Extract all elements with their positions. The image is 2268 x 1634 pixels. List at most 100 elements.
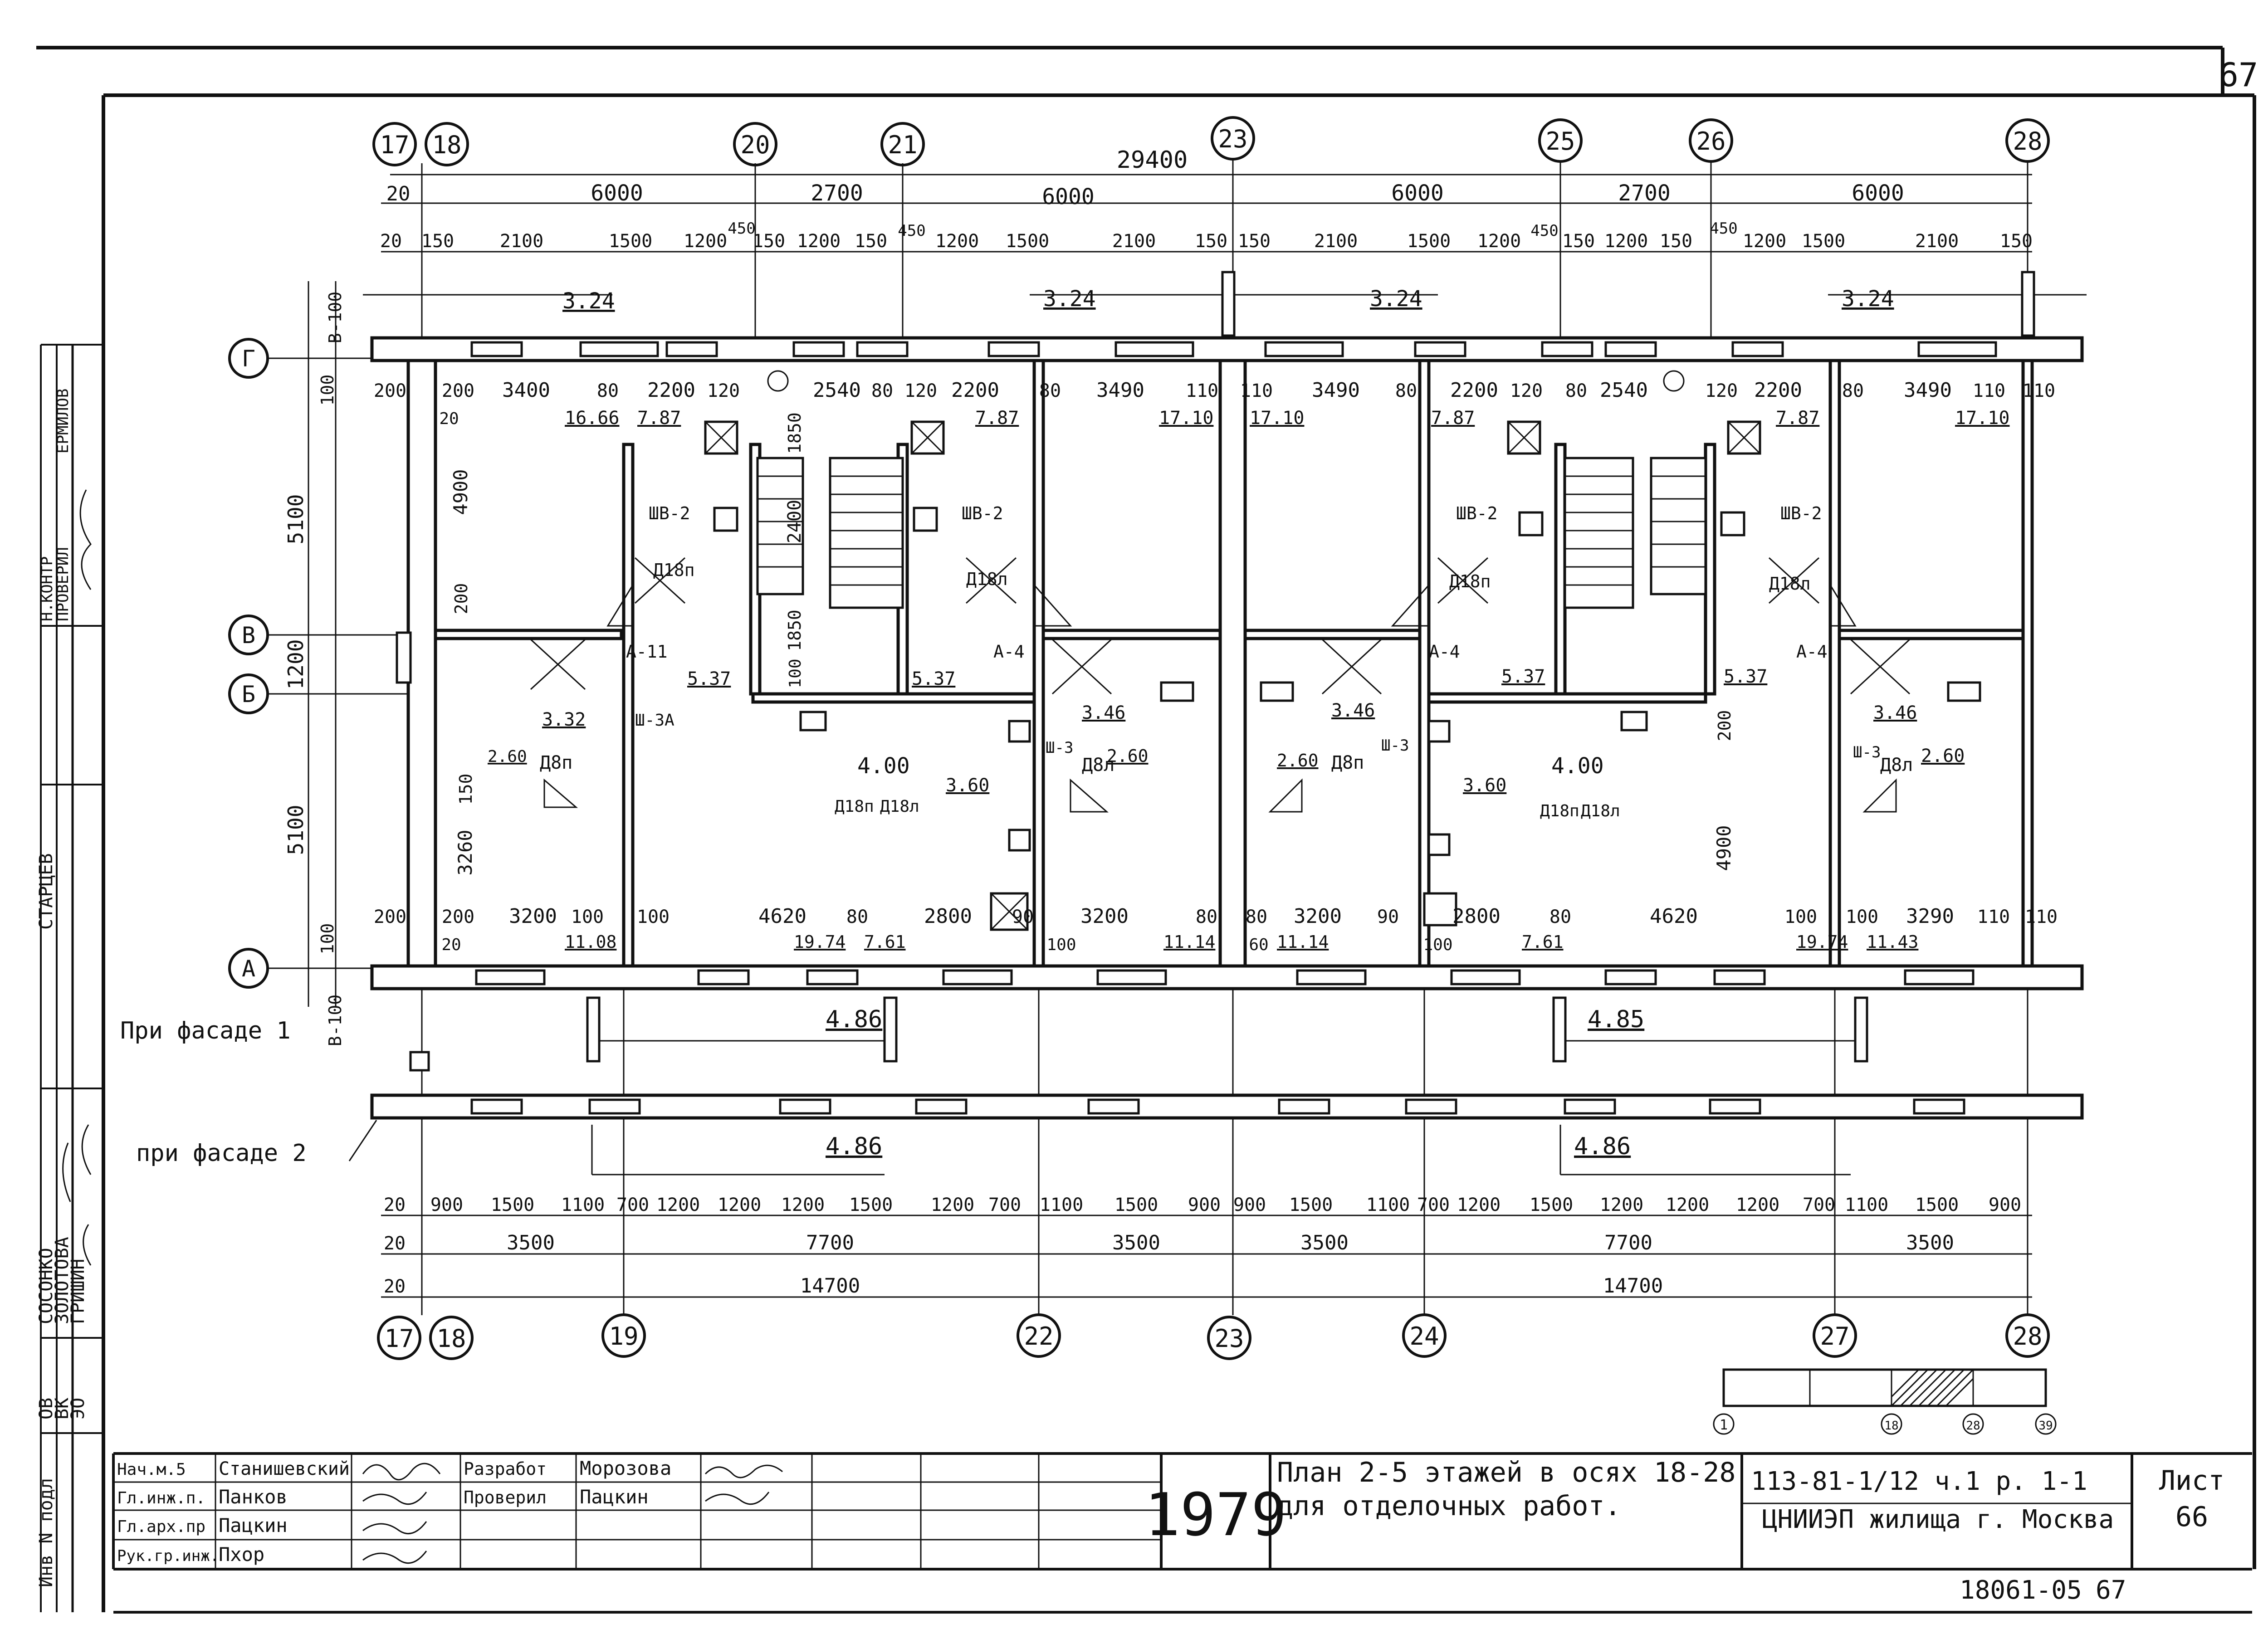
tag: Д18л [966, 569, 1008, 589]
facade-marks: 3.24 3.24 3.24 3.24 4.86 4.85 4.86 4.86 [562, 286, 1894, 1160]
dim-label: 110 [1977, 907, 2010, 927]
dim-interior-vert: 4900 200 3260 150 1850 2400 1850 100 490… [450, 412, 1735, 875]
title-block: Нач.м.5 Гл.инж.п. Гл.арх.пр Рук.гр.инж. … [112, 1452, 2252, 1605]
axis-label: 21 [888, 131, 917, 159]
dim-label: 20 [380, 231, 402, 252]
room-mark: 7.87 [637, 408, 681, 429]
dim-label: 700 [616, 1195, 649, 1215]
dim-label: 2200 [1754, 379, 1802, 402]
signature [362, 1463, 441, 1481]
stamp-label-ov: ОВ [36, 1398, 57, 1419]
tag: Д18п [1540, 802, 1579, 820]
facade-mark: 4.86 [826, 1006, 882, 1033]
room-mark: 16.66 [565, 408, 619, 429]
tag: Д18п [1449, 571, 1491, 591]
dim-label: 80 [1039, 380, 1061, 401]
tb-code: 113-81-1/12 ч.1 р. 1-1 [1751, 1467, 2087, 1496]
dim-label: 110 [2025, 907, 2058, 927]
dim-label: 4900 [450, 469, 472, 515]
dim-label: 80 [1395, 380, 1417, 401]
room-mark: 2.60 [488, 747, 527, 766]
dim-label: 100 [571, 907, 604, 927]
axis-bubble: В [228, 615, 269, 655]
axis-bubble: 19 [601, 1313, 646, 1358]
dim-label: 2200 [647, 379, 695, 402]
dim-label: 150 [1238, 231, 1271, 252]
dim-label: 120 [1705, 380, 1738, 401]
axis-bubble: 18 [425, 122, 469, 166]
facade-mark: 3.24 [1842, 286, 1894, 312]
tb-name: Пхор [219, 1543, 264, 1566]
room-mark: 11.08 [565, 932, 616, 952]
dim-label: 3200 [1080, 905, 1129, 928]
dim-label: 3500 [1112, 1231, 1160, 1254]
room-mark: 5.37 [912, 668, 955, 689]
dim-label: 1200 [1604, 231, 1648, 252]
dim-row-g: 200 200 3400 80 2200 120 2540 80 120 220… [374, 379, 2055, 428]
dim-label: 2400 [784, 500, 805, 543]
tag: Ш-3 [1046, 739, 1073, 757]
dim-label: 200 [451, 583, 471, 615]
dim-label: 900 [1233, 1195, 1266, 1215]
dim-label: 150 [456, 774, 476, 805]
facade-bottom: При фасаде 1 при фасаде 2 [120, 964, 2084, 1176]
stamp-label-eo: ЭО [68, 1398, 88, 1419]
dim-label: 2540 [1600, 379, 1648, 402]
dim-label: 150 [855, 231, 887, 252]
dim-label: 1200 [935, 231, 979, 252]
dim-label: 2700 [811, 180, 863, 206]
facade-mark: 4.86 [826, 1133, 882, 1160]
dim-label: 3500 [1300, 1231, 1349, 1254]
dim-label: 150 [1562, 231, 1595, 252]
tb-name: Пацкин [580, 1486, 649, 1508]
dim-label: 1850 [785, 412, 805, 454]
dim-label: 110 [1186, 380, 1218, 401]
room-mark: 3.60 [1463, 775, 1506, 796]
dim-label: 900 [1188, 1195, 1221, 1215]
dim-label: 1500 [491, 1195, 534, 1215]
room-mark: 2.60 [1277, 751, 1319, 771]
key-plan: 1 18 28 39 [1713, 1368, 2057, 1435]
axis-bubble: 28 [2005, 118, 2050, 163]
dim-label: 14700 [800, 1274, 860, 1297]
dim-label: 80 [1842, 380, 1864, 401]
dim-label: 700 [988, 1195, 1021, 1215]
dim-label: 20 [386, 182, 411, 205]
dim-chain-bottom: 20 900 1500 1100 700 1200 1200 1200 1500… [381, 1195, 2032, 1298]
key-plan-mark: 28 [1966, 1419, 1980, 1433]
dim-label: 6000 [591, 180, 643, 206]
tag: ШВ-2 [1456, 503, 1498, 523]
tag: Д18л [1769, 574, 1811, 594]
axis-label: 25 [1545, 127, 1575, 156]
axes-rows: Г В Б А [228, 338, 269, 989]
tb-sheet-no: 66 [2175, 1501, 2208, 1533]
signature [362, 1521, 427, 1535]
axis-bubble: Г [228, 338, 269, 379]
dim-label: 120 [1510, 380, 1543, 401]
dim-label: 900 [1989, 1195, 2021, 1215]
dim-label: 450 [898, 222, 925, 240]
axis-label: 24 [1409, 1322, 1439, 1351]
dim-label: 450 [1710, 219, 1737, 238]
door-swings [530, 557, 1911, 813]
axis-bubble: 18 [429, 1316, 474, 1360]
axis-label: 17 [384, 1324, 414, 1353]
dim-chain-top: 29400 20 6000 2700 6000 6000 2700 6000 2… [380, 146, 2033, 253]
tag: А-11 [626, 642, 668, 662]
axis-bubble: 21 [880, 122, 925, 166]
axis-label: 28 [2013, 1322, 2042, 1351]
room-mark: 3.46 [1082, 702, 1125, 723]
dim-label: 1200 [781, 1195, 825, 1215]
tag: Д18п [835, 797, 874, 816]
axis-lines [268, 159, 2041, 1315]
facade-label-1: При фасаде 1 [120, 1017, 291, 1044]
key-plan-mark: 18 [1884, 1419, 1898, 1433]
dim-label: 2100 [1112, 231, 1156, 252]
tb-sheet-label: Лист [2159, 1465, 2225, 1497]
dim-label: 80 [1549, 907, 1571, 927]
axis-bubble: 23 [1211, 116, 1255, 161]
facade-mark: 3.24 [1370, 286, 1422, 312]
dim-label: 1200 [718, 1195, 761, 1215]
axis-label: 18 [432, 131, 461, 159]
room-mark: 11.14 [1277, 932, 1329, 952]
